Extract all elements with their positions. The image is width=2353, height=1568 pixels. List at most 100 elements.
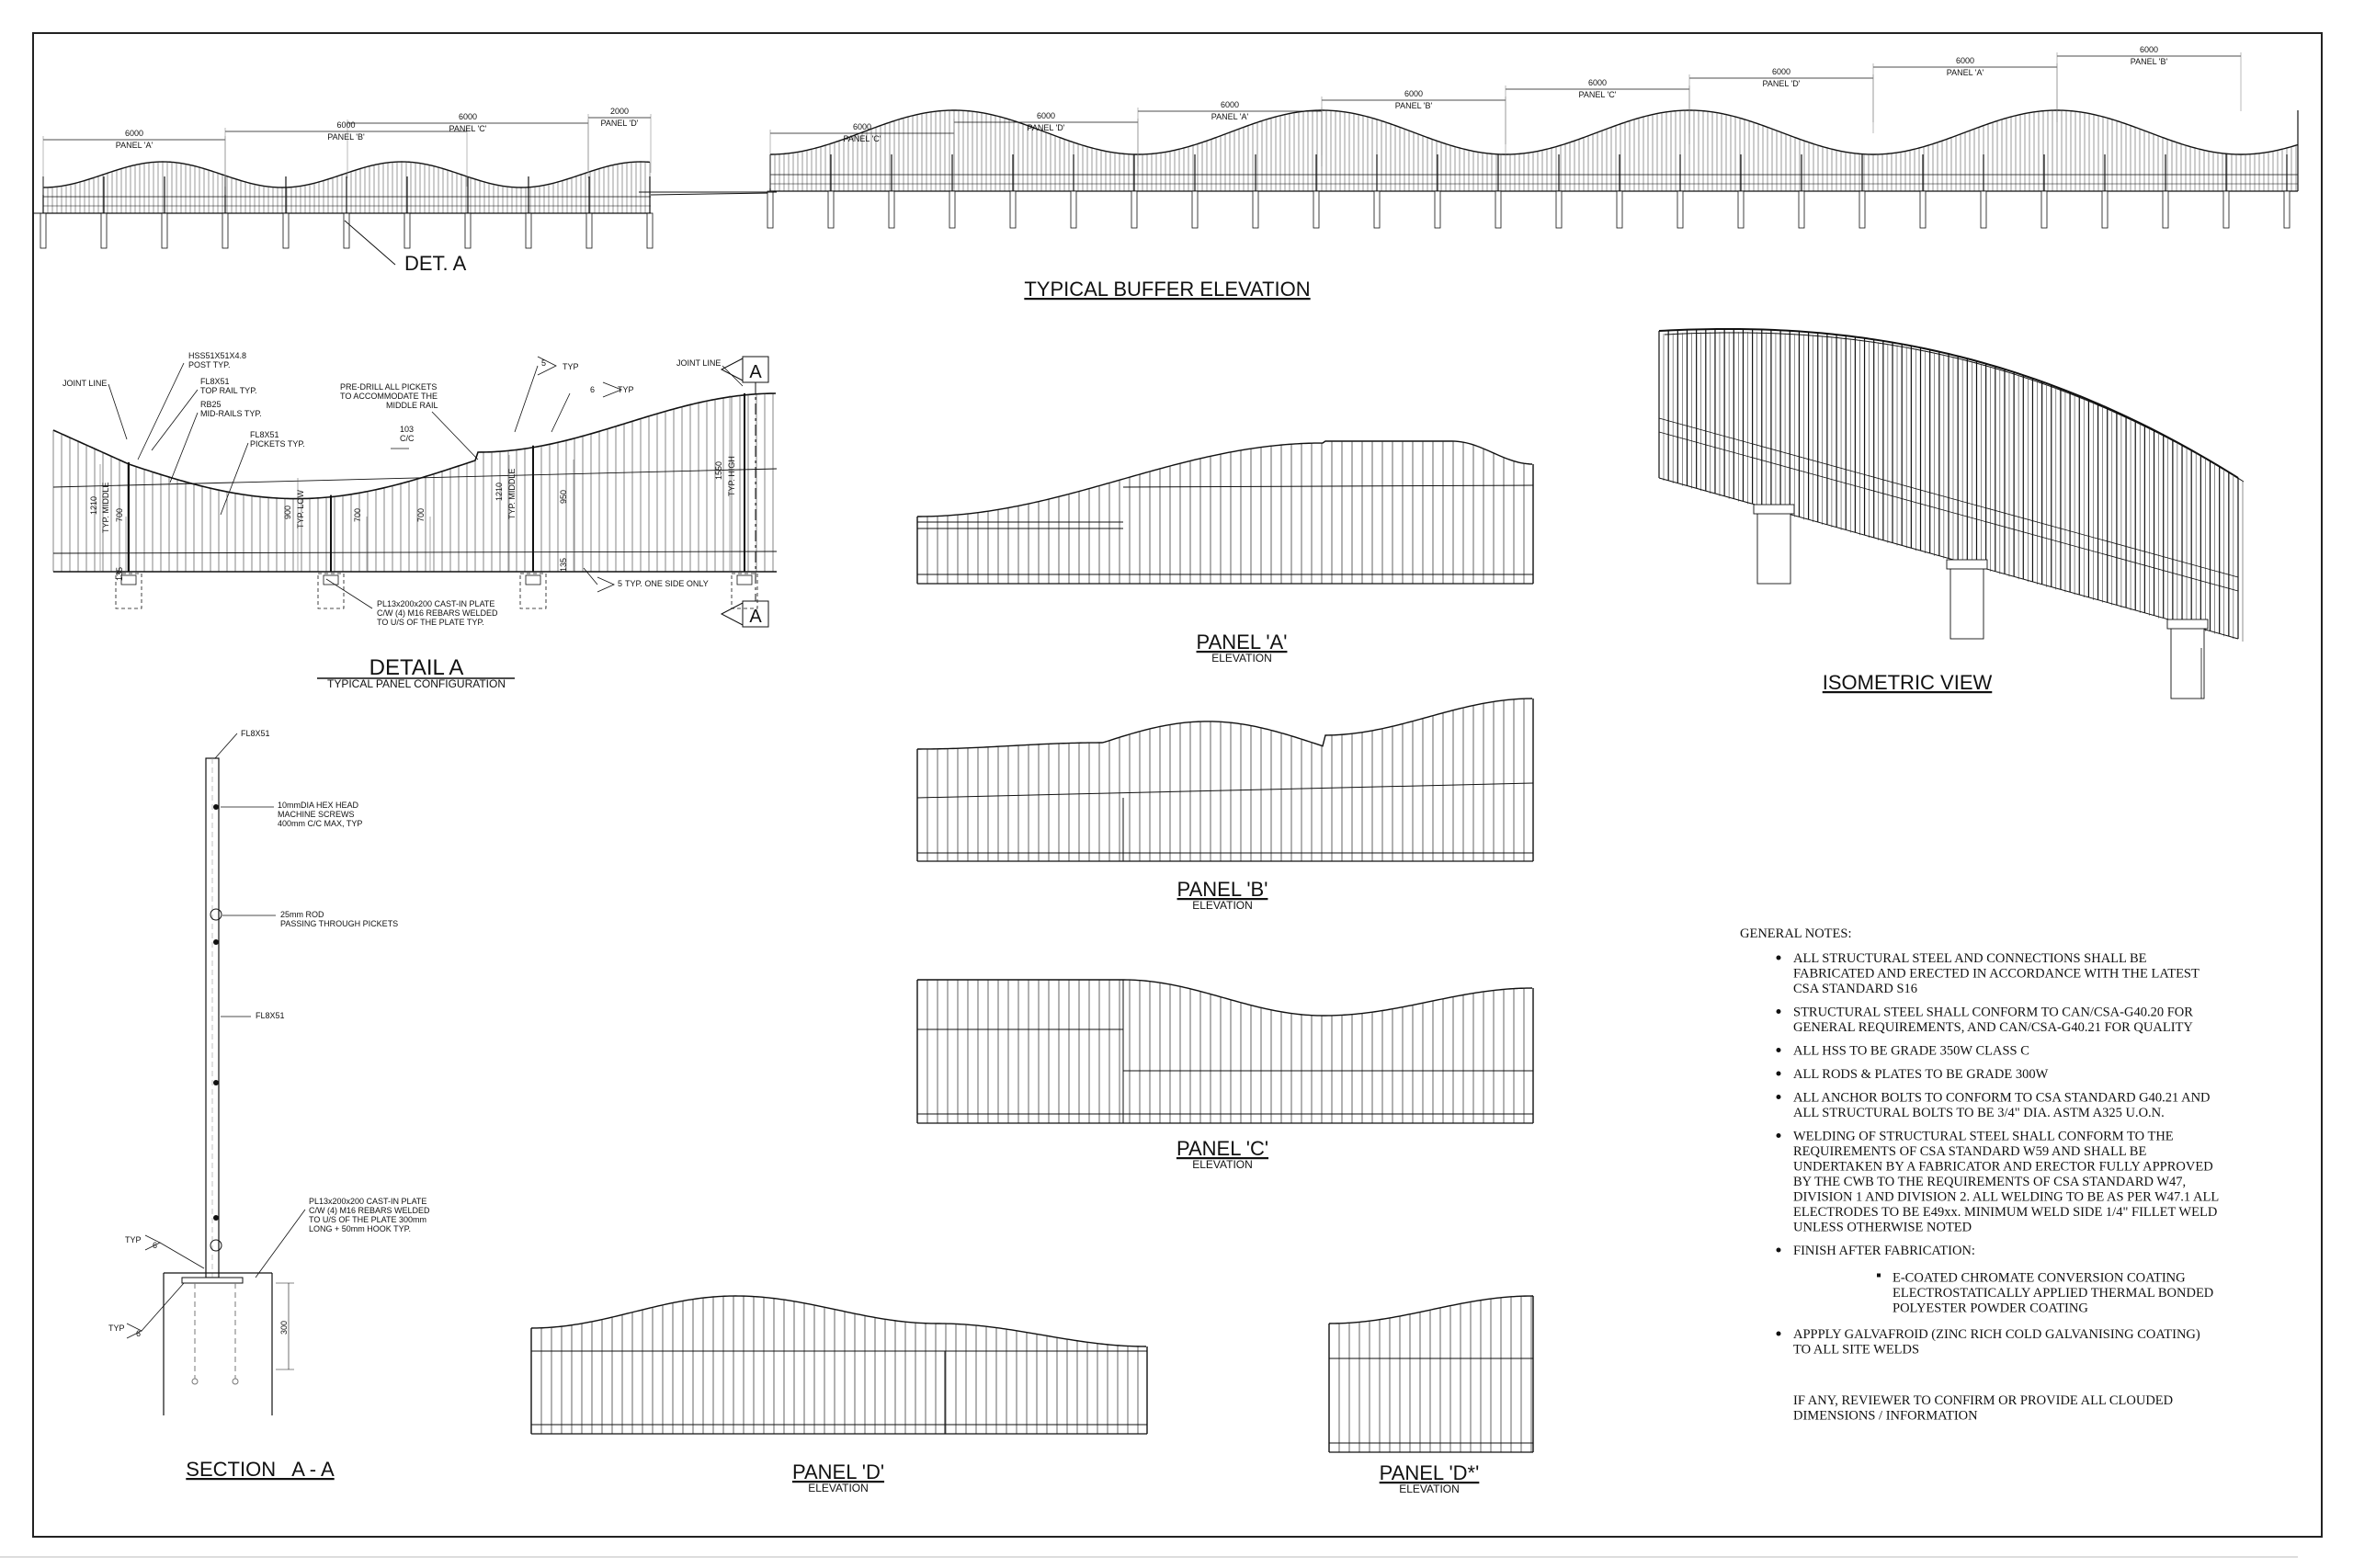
svg-text:ELEVATION: ELEVATION	[1192, 899, 1253, 912]
dim-value: 6000	[853, 122, 871, 131]
dim-value: 6000	[125, 129, 143, 138]
svg-text:ELEVATION: ELEVATION	[1192, 1158, 1253, 1171]
svg-text:10mmDIA HEX HEAD: 10mmDIA HEX HEAD	[278, 801, 359, 810]
note-line: ALL ANCHOR BOLTS TO CONFORM TO CSA STAND…	[1793, 1091, 2211, 1106]
note-line: ALL RODS & PLATES TO BE GRADE 300W	[1793, 1067, 2049, 1082]
svg-text:FL8X51: FL8X51	[250, 430, 279, 439]
isometric-title: ISOMETRIC VIEW	[1823, 671, 1993, 694]
svg-text:MACHINE SCREWS: MACHINE SCREWS	[278, 810, 355, 819]
svg-text:900: 900	[283, 506, 292, 519]
panel-d-star	[1328, 1295, 1534, 1453]
elevation-left-run	[33, 161, 773, 249]
joint-line-left-label: JOINT LINE	[63, 379, 107, 388]
dim-panel: PANEL 'C'	[449, 124, 487, 133]
svg-text:PASSING THROUGH PICKETS: PASSING THROUGH PICKETS	[280, 919, 398, 928]
dim-value: 6000	[1404, 89, 1423, 98]
dim-value: 6000	[1221, 100, 1239, 109]
svg-text:FL8X51: FL8X51	[256, 1011, 285, 1020]
dim-value: 6000	[2140, 45, 2158, 54]
svg-text:PL13x200x200 CAST-IN PLATE: PL13x200x200 CAST-IN PLATE	[377, 599, 494, 608]
note-subline: E-COATED CHROMATE CONVERSION COATING	[1893, 1271, 2186, 1286]
svg-text:TYP: TYP	[618, 385, 634, 394]
svg-text:ELEVATION: ELEVATION	[808, 1482, 869, 1494]
svg-text:LONG + 50mm HOOK TYP.: LONG + 50mm HOOK TYP.	[309, 1224, 411, 1233]
panel-a	[916, 440, 1534, 585]
panel-c-caption: PANEL 'C' ELEVATION	[1176, 1137, 1268, 1171]
notes-heading: GENERAL NOTES:	[1740, 926, 1852, 941]
detail-a-title: DETAIL A	[369, 655, 464, 680]
svg-text:ELEVATION: ELEVATION	[1211, 652, 1272, 665]
note-line: ELECTRODES TO BE E49xx. MINIMUM WELD SID…	[1793, 1205, 2217, 1220]
notes-closing: DIMENSIONS / INFORMATION	[1793, 1409, 1978, 1424]
panel-b	[916, 698, 1534, 862]
dim-value: 6000	[1037, 111, 1055, 120]
notes-closing: IF ANY, REVIEWER TO CONFIRM OR PROVIDE A…	[1793, 1393, 2173, 1408]
section-marker-bottom: A	[720, 600, 769, 628]
note-line: FINISH AFTER FABRICATION:	[1793, 1244, 1975, 1258]
note-line: STRUCTURAL STEEL SHALL CONFORM TO CAN/CS…	[1793, 1006, 2193, 1020]
svg-text:1210: 1210	[494, 483, 504, 501]
note-subline: ELECTROSTATICALLY APPLIED THERMAL BONDED	[1893, 1286, 2213, 1301]
general-notes: GENERAL NOTES: ALL STRUCTURAL STEEL AND …	[1740, 926, 2219, 1424]
svg-text:5: 5	[541, 358, 546, 368]
section-a-a: 300 FL8X51 10mmDIA HEX HEAD MACHINE SCRE…	[108, 729, 430, 1481]
svg-text:ELEVATION: ELEVATION	[1399, 1483, 1460, 1495]
note-line: UNLESS OTHERWISE NOTED	[1793, 1221, 1972, 1235]
svg-text:PANEL 'B': PANEL 'B'	[1177, 878, 1268, 901]
svg-text:300: 300	[279, 1321, 289, 1335]
note-line: ALL HSS TO BE GRADE 350W CLASS C	[1793, 1044, 2029, 1059]
note-line: DIVISION 1 AND DIVISION 2. ALL WELDING T…	[1793, 1190, 2219, 1205]
svg-text:700: 700	[115, 508, 124, 522]
svg-text:FL8X51: FL8X51	[241, 729, 270, 738]
svg-text:5: 5	[618, 579, 622, 588]
detail-a-drawing: A A JOINT LINE JOINT LINE HSS51X51X4.8 P…	[52, 351, 778, 690]
svg-text:FL8X51: FL8X51	[200, 377, 230, 386]
svg-text:MID-RAILS TYP.: MID-RAILS TYP.	[200, 409, 262, 418]
svg-text:6: 6	[153, 1241, 157, 1250]
svg-text:TO U/S OF THE PLATE TYP.: TO U/S OF THE PLATE TYP.	[377, 618, 484, 627]
note-line: FABRICATED AND ERECTED IN ACCORDANCE WIT…	[1793, 967, 2200, 982]
note-line: ALL STRUCTURAL STEEL AND CONNECTIONS SHA…	[1793, 951, 2147, 966]
bullet-icon	[1776, 1133, 1781, 1138]
dim-panel: PANEL 'B'	[2131, 57, 2168, 66]
bullet-icon	[1776, 1048, 1781, 1052]
detail-a-fence	[52, 392, 778, 609]
dim-panel: PANEL 'B'	[1395, 101, 1433, 110]
bullet-icon	[1776, 1095, 1781, 1099]
dim-value: 6000	[336, 120, 355, 130]
svg-text:PANEL 'D*': PANEL 'D*'	[1380, 1461, 1480, 1484]
panel-d-star-caption: PANEL 'D*' ELEVATION	[1380, 1461, 1480, 1495]
svg-text:TYP. HIGH: TYP. HIGH	[727, 456, 736, 496]
dim-panel: PANEL 'A'	[1947, 68, 1984, 77]
dim-panel: PANEL 'D'	[601, 119, 639, 128]
svg-text:1550: 1550	[714, 461, 723, 480]
bullet-icon	[1776, 1331, 1781, 1336]
svg-text:MIDDLE RAIL: MIDDLE RAIL	[386, 401, 438, 410]
dim-panel: PANEL 'A'	[1211, 112, 1249, 121]
dim-panel: PANEL 'D'	[1028, 123, 1065, 132]
note-line: UNDERTAKEN BY A FABRICATOR AND ERECTOR F…	[1793, 1160, 2213, 1175]
bullet-icon	[1776, 1009, 1781, 1014]
svg-text:950: 950	[559, 490, 568, 504]
svg-text:PRE-DRILL ALL PICKETS: PRE-DRILL ALL PICKETS	[340, 382, 437, 392]
svg-text:C/C: C/C	[400, 434, 415, 443]
panel-c	[916, 979, 1534, 1124]
svg-text:25mm ROD: 25mm ROD	[280, 910, 324, 919]
svg-text:TYP: TYP	[125, 1235, 142, 1244]
svg-text:1210: 1210	[89, 496, 98, 515]
dim-panel: PANEL 'A'	[116, 141, 153, 150]
svg-text:PL13x200x200 CAST-IN PLATE: PL13x200x200 CAST-IN PLATE	[309, 1197, 426, 1206]
dim-panel: PANEL 'B'	[327, 132, 365, 142]
svg-text:TYP. ONE SIDE ONLY: TYP. ONE SIDE ONLY	[625, 579, 709, 588]
det-a-callout: DET. A	[404, 252, 467, 275]
elevation-title: TYPICAL BUFFER ELEVATION	[1024, 278, 1310, 301]
svg-text:RB25: RB25	[200, 400, 222, 409]
notes-list: ALL STRUCTURAL STEEL AND CONNECTIONS SHA…	[1776, 951, 2219, 1424]
svg-text:700: 700	[416, 508, 426, 522]
panel-d	[530, 1295, 1148, 1435]
svg-text:TYP: TYP	[563, 362, 579, 371]
note-line: CSA STANDARD S16	[1793, 982, 1917, 996]
